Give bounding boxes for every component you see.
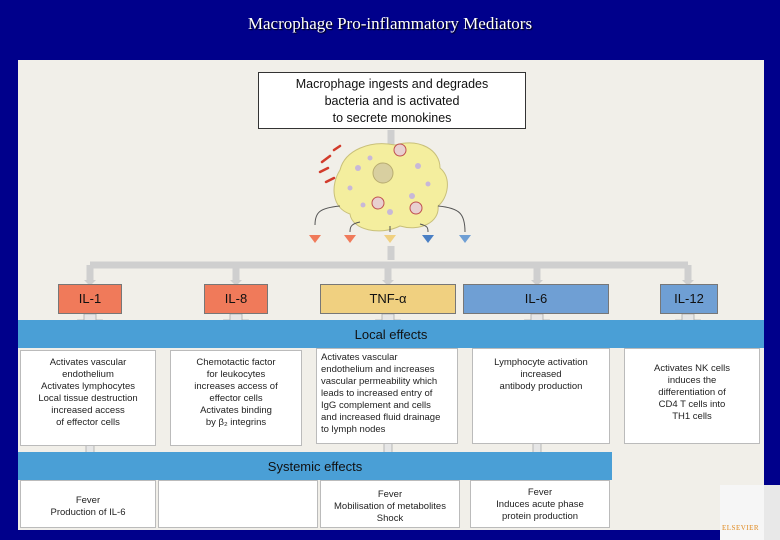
effect-line: Activates binding: [200, 405, 272, 416]
mediator-il1: IL-1: [58, 284, 122, 314]
effect-line: Activates vascular: [321, 352, 398, 363]
macrophage-description-box: Macrophage ingests and degrades bacteria…: [258, 72, 526, 129]
effect-line: differentiation of: [658, 387, 726, 398]
effect-line: vascular permeability which: [321, 376, 438, 387]
publisher-logo: ELSEVIER: [722, 524, 760, 532]
effect-line: Local tissue destruction: [38, 393, 138, 404]
effect-line: increased: [520, 369, 562, 380]
effect-line: increases access of: [194, 381, 278, 392]
systemic-effect-tnf-alpha: Fever Mobilisation of metabolites Shock: [320, 480, 460, 528]
effect-line: and increased fluid drainage: [321, 412, 441, 423]
mediator-il8: IL-8: [204, 284, 268, 314]
local-effects-band: Local effects: [18, 320, 764, 348]
effect-line: CD4 T cells into: [658, 399, 726, 410]
systemic-effect-il1: Fever Production of IL-6: [20, 480, 156, 528]
effect-line: effector cells: [209, 393, 263, 404]
local-effect-il12: Activates NK cells induces the different…: [624, 348, 760, 444]
systemic-effect-empty: [158, 480, 318, 528]
effect-line: Production of IL-6: [50, 507, 126, 518]
effect-line: of effector cells: [56, 417, 120, 428]
effect-line: endothelium: [62, 369, 114, 380]
effect-line: TH1 cells: [672, 411, 712, 422]
effect-line: Induces acute phase: [496, 499, 584, 510]
description-line: Macrophage ingests and degrades: [295, 77, 489, 91]
effect-line: Mobilisation of metabolites: [334, 501, 446, 512]
effect-line: Shock: [376, 513, 404, 524]
local-effects-title: Local effects: [354, 327, 428, 342]
il8-triangle-icon: [344, 235, 356, 243]
mediator-il12: IL-12: [660, 284, 718, 314]
effect-line: endothelium and increases: [321, 364, 435, 375]
effect-line: Fever: [527, 487, 553, 498]
effect-line: Activates lymphocytes: [41, 381, 135, 392]
effect-line: to lymph nodes: [321, 424, 386, 435]
description-line: to secrete monokines: [332, 111, 452, 125]
effect-line: for leukocytes: [206, 369, 266, 380]
effect-line: increased access: [51, 405, 125, 416]
local-effect-il8: Chemotactic factor for leukocytes increa…: [170, 350, 302, 446]
effect-line: Fever: [75, 495, 101, 506]
local-effect-il6: Lymphocyte activation increased antibody…: [472, 348, 610, 444]
description-line: bacteria and is activated: [324, 94, 460, 108]
effect-line: induces the: [667, 375, 717, 386]
macrophage-cell-illustration: [309, 142, 471, 243]
tnf-triangle-icon: [384, 235, 396, 243]
slide-title: Macrophage Pro-inflammatory Mediators: [247, 14, 533, 33]
effect-line: Lymphocyte activation: [494, 357, 588, 368]
mediator-il6: IL-6: [463, 284, 609, 314]
il1-triangle-icon: [309, 235, 321, 243]
effect-line: leads to increased entry of: [321, 388, 433, 399]
effect-line: Activates vascular: [49, 357, 127, 368]
effect-line: IgG complement and cells: [321, 400, 431, 411]
local-effect-tnf-alpha: Activates vascular endothelium and incre…: [316, 348, 458, 444]
effect-line: Activates NK cells: [653, 363, 731, 374]
systemic-effects-band: Systemic effects: [18, 452, 612, 480]
page-edge-strip: [764, 485, 780, 540]
effect-line: Fever: [377, 489, 403, 500]
effect-line: protein production: [501, 511, 579, 522]
effect-line: by β₂ integrins: [205, 417, 267, 428]
effect-line: antibody production: [499, 381, 583, 392]
systemic-effect-il6: Fever Induces acute phase protein produc…: [470, 480, 610, 528]
systemic-effects-title: Systemic effects: [267, 459, 363, 474]
effect-line: Chemotactic factor: [196, 357, 276, 368]
il12-triangle-icon: [459, 235, 471, 243]
local-effect-il1: Activates vascular endothelium Activates…: [20, 350, 156, 446]
publisher-corner: [720, 485, 764, 540]
il6-triangle-icon: [422, 235, 434, 243]
mediator-tnf-alpha: TNF-α: [320, 284, 456, 314]
